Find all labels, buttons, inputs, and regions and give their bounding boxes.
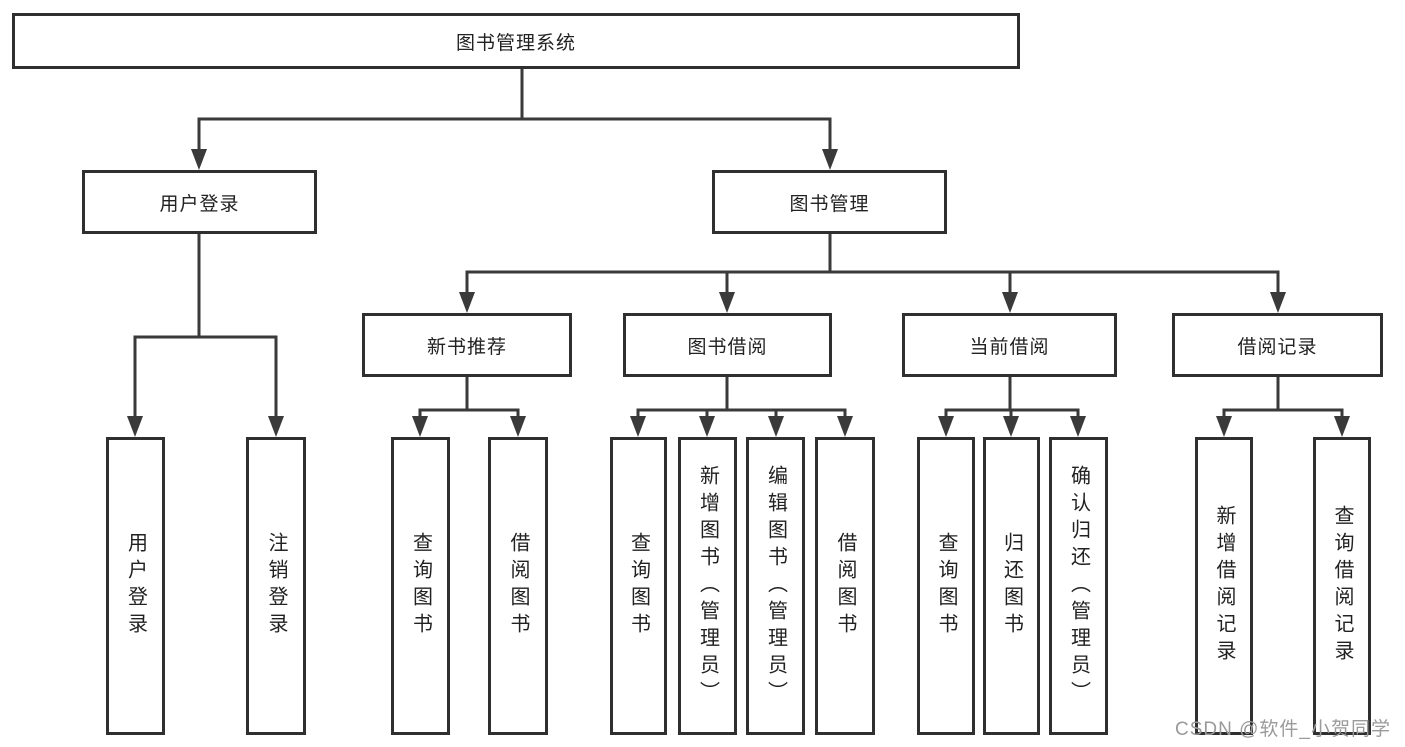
leaf-query-borrow-record: 查询借阅记录 [1313, 437, 1371, 735]
arrow-icon [191, 149, 207, 170]
leaf-query-books-current-label: 查询图书 [935, 532, 957, 640]
node-root-label: 图书管理系统 [455, 32, 576, 54]
leaf-add-borrow-record-label: 新增借阅记录 [1213, 505, 1235, 667]
node-new-book-recommend: 新书推荐 [362, 313, 572, 377]
leaf-add-books-admin: 新增图书（管理员） [678, 437, 737, 735]
leaf-query-books-recommend: 查询图书 [391, 437, 450, 735]
node-book-management-label: 图书管理 [789, 193, 870, 215]
node-borrow-records-label: 借阅记录 [1237, 336, 1318, 358]
leaf-query-books-borrow-label: 查询图书 [627, 532, 650, 640]
leaf-edit-books-admin: 编辑图书（管理员） [746, 437, 805, 735]
connector-records-to-leaves [1222, 375, 1344, 419]
arrow-icon [1003, 416, 1019, 437]
arrow-icon [1216, 416, 1232, 437]
node-borrow-records: 借阅记录 [1172, 313, 1383, 377]
arrow-icon [719, 292, 735, 313]
leaf-query-books-current: 查询图书 [917, 437, 975, 735]
leaf-return-books: 归还图书 [983, 437, 1040, 735]
arrow-icon [837, 416, 853, 437]
node-new-book-recommend-label: 新书推荐 [426, 336, 507, 358]
leaf-add-books-admin-label: 新增图书（管理员） [696, 464, 719, 708]
leaf-user-login: 用户登录 [106, 437, 165, 735]
leaf-query-borrow-record-label: 查询借阅记录 [1331, 505, 1353, 667]
leaf-query-books-borrow: 查询图书 [610, 437, 667, 735]
leaf-confirm-return-admin-label: 确认归还（管理员） [1067, 464, 1090, 708]
node-current-borrow: 当前借阅 [902, 313, 1117, 377]
node-user-login: 用户登录 [82, 170, 317, 234]
leaf-logout-label: 注销登录 [265, 532, 287, 640]
arrow-icon [822, 149, 838, 170]
arrow-icon [268, 416, 284, 437]
leaf-edit-books-admin-label: 编辑图书（管理员） [764, 464, 787, 708]
arrow-icon [1070, 416, 1086, 437]
arrow-icon [938, 416, 954, 437]
connector-borrow-to-leaves [636, 375, 847, 419]
arrow-icon [630, 416, 646, 437]
node-book-management: 图书管理 [712, 170, 947, 234]
leaf-borrow-books-recommend-label: 借阅图书 [507, 532, 529, 640]
arrow-icon [1002, 292, 1018, 313]
leaf-borrow-books-recommend: 借阅图书 [488, 437, 548, 735]
arrow-icon [510, 416, 526, 437]
leaf-add-borrow-record: 新增借阅记录 [1195, 437, 1253, 735]
arrow-icon [1334, 416, 1350, 437]
node-current-borrow-label: 当前借阅 [969, 336, 1050, 358]
leaf-return-books-label: 归还图书 [1000, 532, 1023, 640]
connector-current-to-leaves [944, 375, 1080, 419]
arrowheads [127, 149, 1350, 437]
node-book-borrow: 图书借阅 [623, 313, 832, 377]
node-root: 图书管理系统 [12, 13, 1020, 69]
arrow-icon [1270, 292, 1286, 313]
leaf-borrow-books-label: 借阅图书 [834, 532, 856, 640]
leaf-confirm-return-admin: 确认归还（管理员） [1049, 437, 1108, 735]
leaf-query-books-recommend-label: 查询图书 [409, 532, 432, 640]
leaf-borrow-books: 借阅图书 [815, 437, 875, 735]
connector-root-to-level2 [197, 67, 832, 152]
leaf-logout: 注销登录 [246, 437, 306, 735]
connector-newbooks-to-leaves [418, 375, 520, 419]
arrow-icon [768, 416, 784, 437]
arrow-icon [459, 292, 475, 313]
arrow-icon [699, 416, 715, 437]
arrow-icon [127, 416, 143, 437]
connector-userlogin-to-leaves [133, 232, 278, 419]
connector-bookmgmt-to-level3 [465, 232, 1280, 295]
node-book-borrow-label: 图书借阅 [687, 336, 768, 358]
leaf-user-login-label: 用户登录 [124, 532, 147, 640]
arrow-icon [412, 416, 428, 437]
node-user-login-label: 用户登录 [159, 193, 240, 215]
